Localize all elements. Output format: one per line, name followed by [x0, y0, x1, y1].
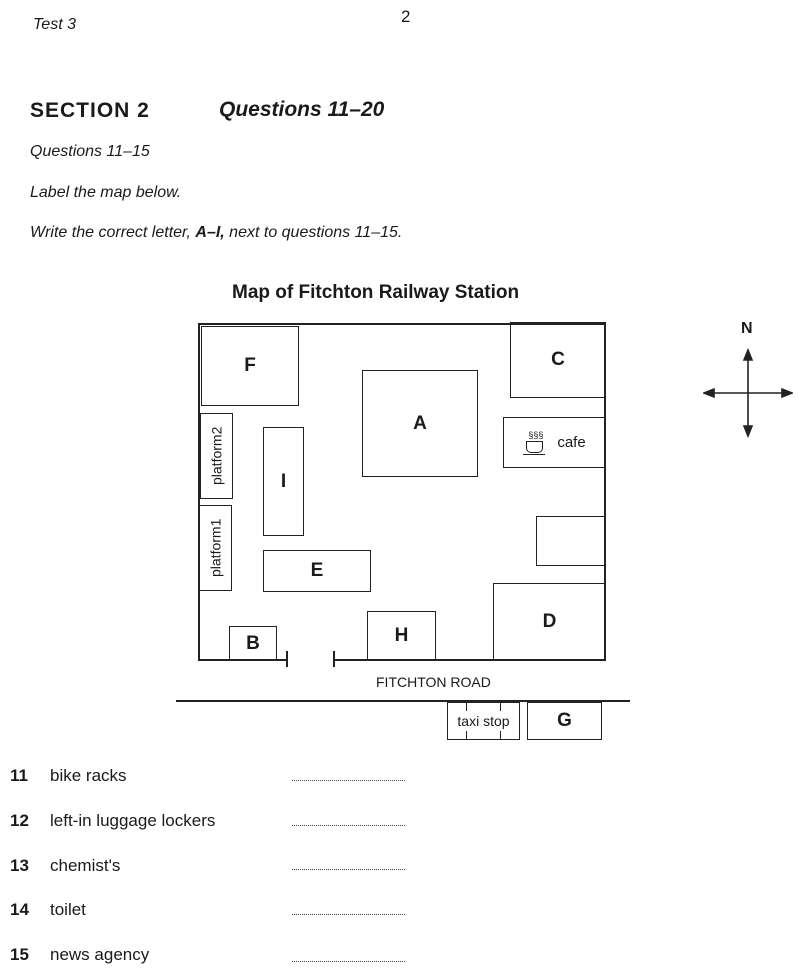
platform-2: platform2: [200, 413, 233, 499]
answer-14[interactable]: [292, 914, 405, 915]
coffee-cup-icon: §§§: [523, 430, 546, 456]
q-num: 13: [10, 856, 29, 875]
instr-text-2: next to questions 11–15.: [224, 224, 403, 241]
page-number: 2: [401, 7, 411, 26]
question-13: 13 chemist's: [10, 856, 120, 876]
answer-11[interactable]: [292, 780, 405, 781]
instruction-2: Write the correct letter, A–I, next to q…: [30, 224, 402, 242]
question-11: 11 bike racks: [10, 766, 127, 786]
instr-letters: A–I,: [195, 224, 225, 241]
area-F: F: [201, 326, 299, 406]
section-range: Questions 11–20: [219, 98, 385, 121]
answer-15[interactable]: [292, 961, 405, 962]
map-title: Map of Fitchton Railway Station: [232, 282, 520, 303]
q-text: left-in luggage lockers: [50, 811, 216, 830]
unlabeled-area: [536, 516, 606, 566]
map-border-bottom-left: [198, 659, 286, 661]
road-label: FITCHTON ROAD: [376, 674, 491, 690]
q-num: 11: [10, 766, 28, 785]
area-C: C: [510, 322, 606, 398]
q-text: chemist's: [50, 856, 121, 875]
area-I: I: [263, 427, 304, 536]
road-line: [176, 700, 630, 702]
q-num: 15: [10, 945, 29, 964]
q-num: 12: [10, 811, 29, 830]
q-text: news agency: [50, 945, 150, 964]
question-14: 14 toilet: [10, 900, 86, 920]
area-H: H: [367, 611, 436, 661]
cafe-label: cafe: [557, 434, 586, 451]
subheading: Questions 11–15: [30, 143, 150, 160]
instruction-1: Label the map below.: [30, 184, 182, 201]
header-test: Test 3: [33, 16, 76, 33]
map-border-top: [200, 323, 606, 325]
map-border-bottom-right: [333, 659, 606, 661]
q-text: bike racks: [50, 766, 127, 785]
area-A: A: [362, 370, 478, 477]
taxi-stop: taxi stop: [447, 702, 520, 740]
area-E: E: [263, 550, 371, 592]
q-text: toilet: [50, 900, 86, 919]
answer-13[interactable]: [292, 869, 405, 870]
compass-arrows-icon: [703, 348, 793, 438]
q-num: 14: [10, 900, 29, 919]
question-12: 12 left-in luggage lockers: [10, 811, 215, 831]
area-G: G: [527, 702, 602, 740]
area-B: B: [229, 626, 277, 661]
section-title: SECTION 2: [30, 99, 150, 122]
cafe: §§§ cafe: [503, 417, 606, 468]
answer-12[interactable]: [292, 825, 405, 826]
entrance-tick: [286, 651, 288, 667]
map-border-left: [198, 323, 200, 660]
taxi-stop-label: taxi stop: [457, 713, 510, 729]
north-label: N: [741, 320, 753, 337]
platform-1: platform1: [199, 505, 232, 591]
area-D: D: [493, 583, 606, 661]
question-15: 15 news agency: [10, 945, 149, 965]
instr-text: Write the correct letter,: [30, 224, 196, 241]
map-border-right: [604, 323, 606, 660]
